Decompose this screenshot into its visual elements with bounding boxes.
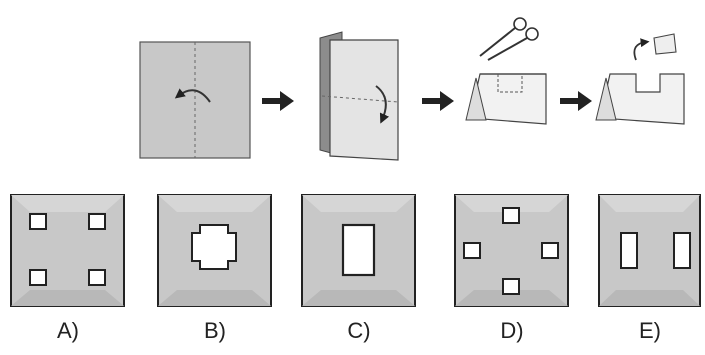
step-4-removed <box>595 33 685 125</box>
curved-arrow-icon <box>174 88 211 103</box>
right-arrow-icon <box>262 91 294 111</box>
option-e-figure[interactable] <box>598 194 701 307</box>
option-a-figure[interactable] <box>10 194 125 307</box>
step-3-cut <box>465 17 547 125</box>
option-a-label: A) <box>57 318 79 343</box>
curved-arrow-icon <box>375 85 390 124</box>
scissors-icon <box>479 17 539 61</box>
option-e-label: E) <box>639 318 661 343</box>
option-b-label: B) <box>204 318 226 343</box>
curved-arrow-icon <box>633 38 650 61</box>
option-c-figure[interactable] <box>301 194 416 307</box>
option-c-label: C) <box>347 318 371 343</box>
step-2-folded <box>319 31 399 161</box>
step-1-square <box>139 41 251 159</box>
option-d-figure[interactable] <box>454 194 569 307</box>
right-arrow-icon <box>422 91 454 111</box>
option-b-figure[interactable] <box>157 194 272 307</box>
right-arrow-icon <box>560 91 592 111</box>
option-d-label: D) <box>500 318 524 343</box>
